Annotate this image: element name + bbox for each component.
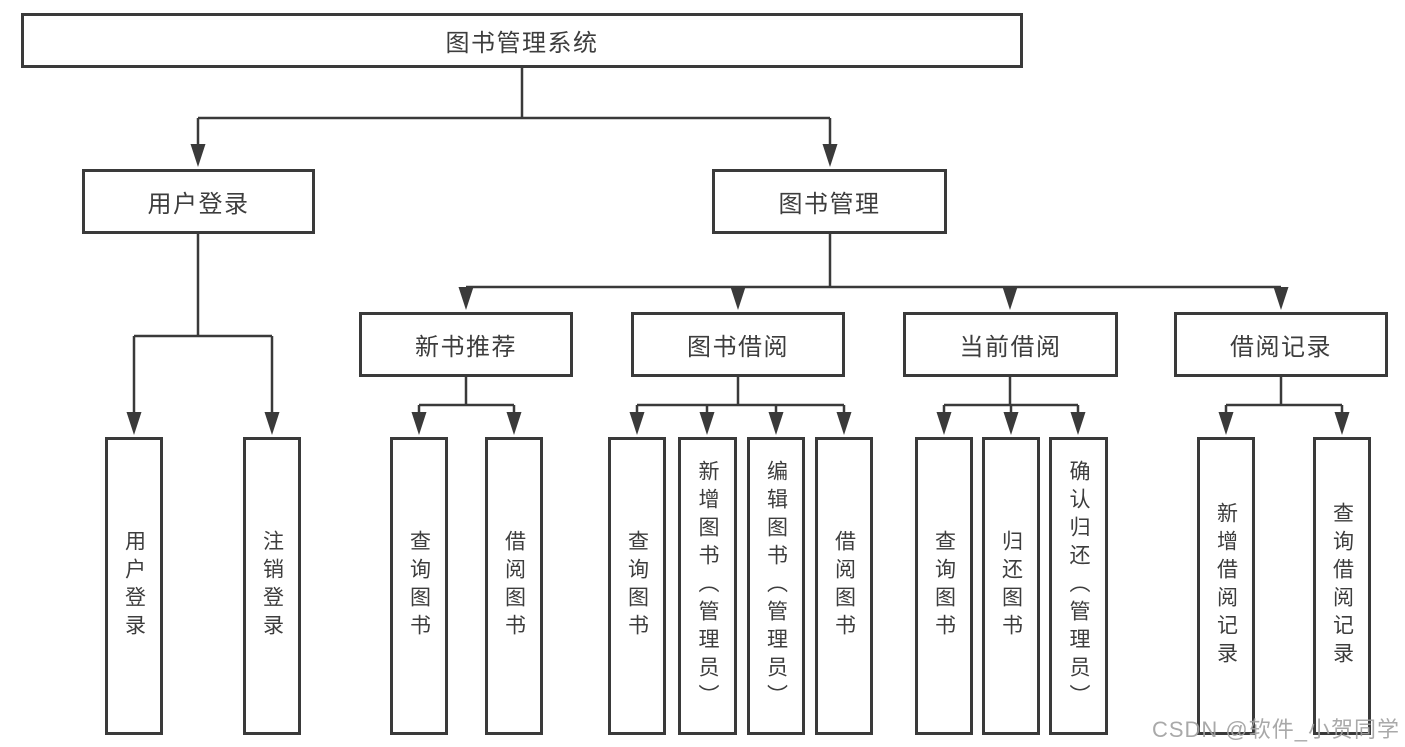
node-label: 图书管理	[778, 191, 881, 218]
node-leaf-borrow-books-recommend: 借阅图书	[485, 437, 543, 735]
node-label: 借阅记录	[1230, 334, 1332, 361]
node-leaf-add-borrow-record: 新增借阅记录	[1197, 437, 1255, 735]
node-book-borrowing: 图书借阅	[631, 312, 845, 377]
node-label: 注销登录	[260, 530, 284, 642]
node-label: 查询图书	[625, 530, 649, 642]
node-label: 编辑图书（管理员）	[764, 460, 788, 712]
node-library-management-system: 图书管理系统	[21, 13, 1023, 68]
node-leaf-confirm-return-admin: 确认归还（管理员）	[1049, 437, 1108, 735]
node-current-borrowing: 当前借阅	[903, 312, 1118, 377]
node-label: 当前借阅	[959, 334, 1062, 361]
node-user-login-module: 用户登录	[82, 169, 315, 234]
node-leaf-query-borrow-record: 查询借阅记录	[1313, 437, 1371, 735]
node-label: 图书借阅	[687, 334, 789, 361]
node-leaf-add-books-admin: 新增图书（管理员）	[678, 437, 737, 735]
node-label: 图书管理系统	[445, 30, 599, 57]
node-label: 借阅图书	[502, 530, 526, 642]
node-label: 新增图书（管理员）	[696, 460, 719, 712]
node-leaf-logout: 注销登录	[243, 437, 301, 735]
node-leaf-borrow-books: 借阅图书	[815, 437, 873, 735]
node-label: 用户登录	[147, 191, 250, 218]
node-leaf-query-books-recommend: 查询图书	[390, 437, 448, 735]
node-label: 归还图书	[999, 530, 1023, 642]
node-leaf-return-books: 归还图书	[982, 437, 1040, 735]
node-borrowing-records: 借阅记录	[1174, 312, 1388, 377]
node-label: 查询图书	[407, 530, 431, 642]
node-leaf-query-books-borrowing: 查询图书	[608, 437, 666, 735]
csdn-watermark: CSDN @软件_小贺同学	[1151, 717, 1400, 742]
node-label: 借阅图书	[832, 530, 856, 642]
node-label: 确认归还（管理员）	[1067, 460, 1090, 712]
node-label: 查询图书	[932, 530, 956, 642]
node-leaf-user-login: 用户登录	[105, 437, 163, 735]
node-leaf-edit-books-admin: 编辑图书（管理员）	[747, 437, 805, 735]
node-label: 新书推荐	[415, 334, 517, 361]
node-leaf-query-books-current: 查询图书	[915, 437, 973, 735]
node-label: 查询借阅记录	[1330, 502, 1354, 670]
node-label: 用户登录	[122, 530, 146, 642]
node-book-management-module: 图书管理	[712, 169, 947, 234]
node-label: 新增借阅记录	[1214, 502, 1238, 670]
node-new-book-recommendation: 新书推荐	[359, 312, 573, 377]
